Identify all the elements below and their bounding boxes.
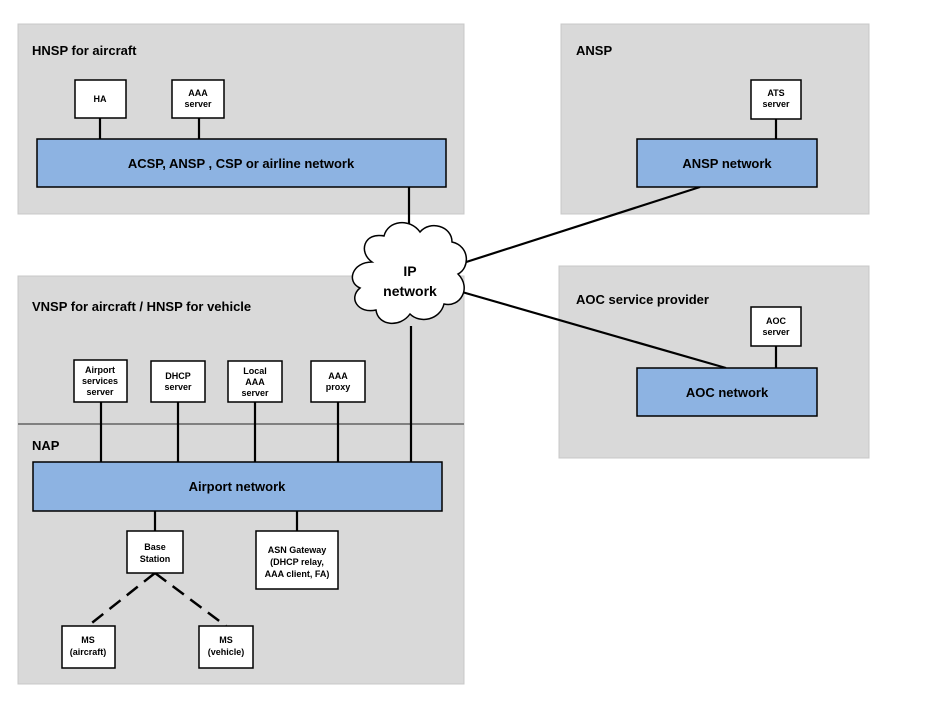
dhcp-server-label-line1: DHCP <box>165 371 191 381</box>
asn-gateway-node: ASN Gateway (DHCP relay, AAA client, FA) <box>255 530 339 590</box>
aoc-server-label-line1: AOC <box>766 316 787 326</box>
aoc-panel <box>558 265 870 459</box>
ms-aircraft-label-line2: (aircraft) <box>70 647 107 657</box>
dhcp-server-label-line2: server <box>164 382 192 392</box>
aoc-network-bar <box>636 367 818 417</box>
aaa-proxy-label-line1: AAA <box>328 371 348 381</box>
aoc-server-node: AOC server <box>750 306 802 347</box>
ms-aircraft-node: MS (aircraft) <box>61 625 116 669</box>
airport-services-label-line1: Airport <box>85 365 115 375</box>
ip-network-cloud: IP network <box>351 222 467 324</box>
airport-network-label: Airport network <box>189 479 287 494</box>
local-aaa-label-line1: Local <box>243 366 267 376</box>
airport-services-label-line2: services <box>82 376 118 386</box>
ansp-network-label: ANSP network <box>682 156 772 171</box>
base-station-label-line2: Station <box>140 554 171 564</box>
asn-gateway-label-line1: ASN Gateway <box>268 545 327 555</box>
ms-aircraft-wireless-link <box>87 572 156 627</box>
aaa-server-label-line1: AAA <box>188 88 208 98</box>
ms-vehicle-node: MS (vehicle) <box>198 625 254 669</box>
asn-gateway-label-line3: AAA client, FA) <box>265 569 330 579</box>
asn-gateway-label-line2: (DHCP relay, <box>270 557 324 567</box>
dhcp-server-node: DHCP server <box>150 360 206 403</box>
aaa-server-label-line2: server <box>184 99 212 109</box>
nap-label: NAP <box>32 438 60 453</box>
base-station-node: Base Station <box>126 530 184 574</box>
acsp-network-label: ACSP, ANSP , CSP or airline network <box>128 156 355 171</box>
aaa-proxy-node: AAA proxy <box>310 360 366 403</box>
aoc-server-label-line2: server <box>762 327 790 337</box>
ha-label: HA <box>94 94 107 104</box>
aoc-network-label: AOC network <box>686 385 769 400</box>
aaa-server-node: AAA server <box>171 79 225 119</box>
vnsp-label: VNSP for aircraft / HNSP for vehicle <box>32 299 251 314</box>
airport-services-server-node: Airport services server <box>73 359 128 403</box>
aoc-provider-label: AOC service provider <box>576 292 709 307</box>
ip-network-label-line1: IP <box>403 263 416 279</box>
ats-server-label-line1: ATS <box>767 88 784 98</box>
local-aaa-label-line3: server <box>241 388 269 398</box>
airport-services-label-line3: server <box>86 387 114 397</box>
ms-vehicle-label-line2: (vehicle) <box>208 647 245 657</box>
ha-node: HA <box>74 79 127 119</box>
ip-ansp-link <box>459 185 701 266</box>
airport-network-bar <box>32 461 443 512</box>
ms-vehicle-label-line1: MS <box>219 635 233 645</box>
ms-aircraft-label-line1: MS <box>81 635 95 645</box>
ip-network-label-line2: network <box>383 283 437 299</box>
local-aaa-label-line2: AAA <box>245 377 265 387</box>
ms-vehicle-wireless-link <box>154 571 227 628</box>
acsp-network-bar <box>36 138 447 188</box>
aaa-proxy-label-line2: proxy <box>326 382 351 392</box>
hnsp-aircraft-label: HNSP for aircraft <box>32 43 137 58</box>
ansp-label: ANSP <box>576 43 612 58</box>
local-aaa-server-node: Local AAA server <box>227 360 283 403</box>
ats-server-label-line2: server <box>762 99 790 109</box>
ansp-network-bar <box>636 138 818 188</box>
base-station-label-line1: Base <box>144 542 166 552</box>
ats-server-node: ATS server <box>750 79 802 120</box>
ip-aoc-link <box>461 290 727 370</box>
